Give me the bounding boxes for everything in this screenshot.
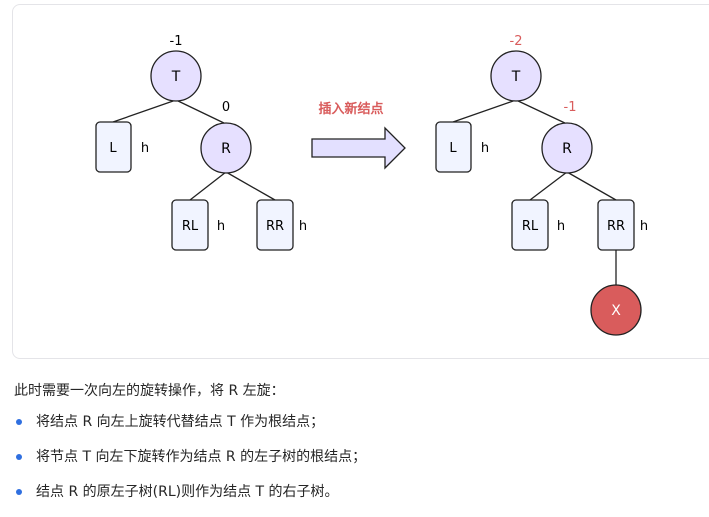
height-L: h [141,141,149,156]
list-item: 将节点 T 向左下旋转作为结点 R 的左子树的根结点； [14,447,366,482]
height-RR-right: h [640,219,648,234]
height-RR: h [299,219,307,234]
height-RL: h [217,219,225,234]
bullet-dot-icon [16,454,22,460]
right-arrow-icon [311,126,406,170]
leaf-L-right [435,121,472,173]
node-R-right [541,122,593,174]
explanation-paragraph: 此时需要一次向左的旋转操作，将 R 左旋： [14,383,285,399]
leaf-RR [256,199,294,251]
leaf-RL-label: RL [182,219,199,234]
leaf-L-label: L [109,141,117,156]
leaf-RL-right [511,199,549,251]
list-item: 结点 R 的原左子树(RL)则作为结点 T 的右子树。 [14,482,366,517]
node-R-right-label: R [562,141,572,157]
list-item-text: 结点 R 的原左子树(RL)则作为结点 T 的右子树。 [36,484,339,500]
leaf-RR-right-label: RR [607,219,625,234]
edge-R-RR [225,171,276,201]
node-T [150,50,202,102]
leaf-RL-right-label: RL [522,219,539,234]
insert-arrow: 插入新结点 [311,101,406,170]
balance-factor-T-right: -2 [510,34,523,49]
left-tree: T -1 R 0 L h RL h RR h [95,34,307,251]
edge-T-R [175,99,227,125]
edge-R-RL [189,171,227,201]
edge-R-RR-right [566,171,617,201]
leaf-L [95,121,132,173]
bullet-dot-icon [16,489,22,495]
leaf-RR-label: RR [266,219,284,234]
avl-rotation-diagram: T -1 R 0 L h RL h RR h 插入新结点 T -2 R -1 L… [95,34,648,336]
leaf-RR-right [597,199,635,251]
bullet-dot-icon [16,419,22,425]
node-T-right-label: T [511,69,521,85]
edge-T-R-right [515,99,568,125]
height-L-right: h [481,141,489,156]
edge-T-L-right [452,99,517,123]
node-R-label: R [221,141,231,157]
height-RL-right: h [557,219,565,234]
balance-factor-R: 0 [222,100,230,115]
node-X-label: X [611,303,621,319]
balance-factor-T: -1 [170,34,183,49]
node-T-right [490,50,542,102]
node-X-inserted [590,284,642,336]
balance-factor-R-right: -1 [564,100,577,115]
edge-R-RL-right [529,171,568,201]
right-tree: T -2 R -1 L h RL h RR h X [435,34,648,336]
list-item-text: 将结点 R 向左上旋转代替结点 T 作为根结点； [36,414,325,430]
node-R [200,122,252,174]
bullet-list: 将结点 R 向左上旋转代替结点 T 作为根结点； 将节点 T 向左下旋转作为结点… [14,412,366,517]
list-item: 将结点 R 向左上旋转代替结点 T 作为根结点； [14,412,366,447]
node-T-label: T [171,69,181,85]
leaf-L-right-label: L [449,141,457,156]
arrow-label: 插入新结点 [318,101,383,117]
leaf-RL [171,199,209,251]
list-item-text: 将节点 T 向左下旋转作为结点 R 的左子树的根结点； [36,449,367,465]
edge-T-L [112,99,177,123]
